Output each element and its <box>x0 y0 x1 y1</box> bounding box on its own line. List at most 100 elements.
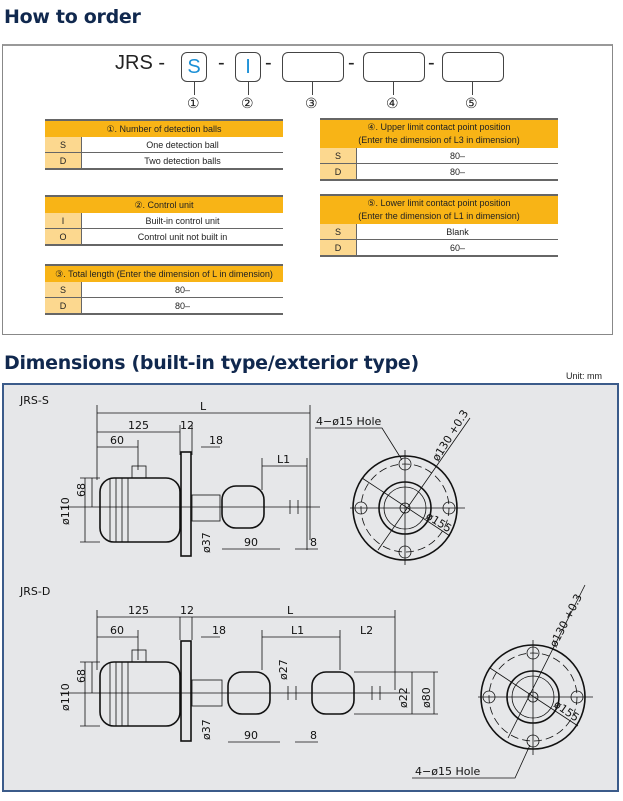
dim-8: 8 <box>310 729 317 742</box>
dimensions-title: Dimensions (built-in type/exterior type) <box>4 352 419 374</box>
drawing-jrs-d: JRS-D L 125 12 60 18 L1 L2 ø110 68 ø27 ø… <box>19 584 593 779</box>
dim-12: 12 <box>180 419 194 432</box>
desc-cell: Blank <box>356 224 558 240</box>
header-line: ④. Upper limit contact point position <box>367 122 511 132</box>
dim-60: 60 <box>110 624 124 637</box>
connector <box>472 81 473 95</box>
slot-3 <box>282 52 344 82</box>
code-prefix: JRS - <box>115 52 165 74</box>
table-header: ①. Number of detection balls <box>45 119 283 137</box>
dim-27: ø27 <box>277 659 290 680</box>
dim-110: ø110 <box>59 497 72 525</box>
desc-cell: 80– <box>81 282 283 298</box>
number-4: ④ <box>386 96 399 112</box>
order-code-panel <box>2 44 613 335</box>
dim-125: 125 <box>128 604 149 617</box>
code-cell: D <box>45 152 82 170</box>
connector <box>312 81 313 95</box>
drawing-label: JRS-S <box>19 394 49 407</box>
table-total-length: ③. Total length (Enter the dimension of … <box>45 264 283 315</box>
separator: - <box>428 52 435 74</box>
desc-cell: 80– <box>81 297 283 315</box>
dim-22: ø22 <box>397 687 410 708</box>
slot-5 <box>442 52 504 82</box>
dim-L: L <box>200 400 207 413</box>
table-upper-limit: ④. Upper limit contact point position (En… <box>320 118 558 181</box>
header-line: (Enter the dimension of L3 in dimension) <box>358 135 520 145</box>
desc-cell: Control unit not built in <box>81 228 283 246</box>
unit-label: Unit: mm <box>566 371 602 381</box>
code-cell: I <box>45 213 82 229</box>
how-to-order-title: How to order <box>4 6 141 28</box>
connector <box>393 81 394 95</box>
number-1: ① <box>187 96 200 112</box>
desc-cell: One detection ball <box>81 137 283 153</box>
dim-60: 60 <box>110 434 124 447</box>
code-cell: D <box>45 297 82 315</box>
dim-L2: L2 <box>360 624 373 637</box>
desc-cell: Two detection balls <box>81 152 283 170</box>
drawing-jrs-s: JRS-S L 125 12 60 18 L1 ø110 68 ø37 90 8 <box>19 394 471 565</box>
code-cell: D <box>320 239 357 257</box>
slot-4 <box>363 52 425 82</box>
desc-cell: 80– <box>356 163 558 181</box>
dim-18: 18 <box>209 434 223 447</box>
dim-L1: L1 <box>291 624 304 637</box>
table-header: ③. Total length (Enter the dimension of … <box>45 264 283 282</box>
header-line: ⑤. Lower limit contact point position <box>367 198 511 208</box>
code-cell: S <box>45 137 82 153</box>
dim-18: 18 <box>212 624 226 637</box>
code-cell: S <box>45 282 82 298</box>
dim-L: L <box>287 604 294 617</box>
dim-68: 68 <box>75 483 88 497</box>
table-lower-limit: ⑤. Lower limit contact point position (En… <box>320 194 558 257</box>
code-cell: D <box>320 163 357 181</box>
dim-pcd: ø130 +0.3 <box>430 408 472 464</box>
desc-cell: 80– <box>356 148 558 164</box>
dim-L1: L1 <box>277 453 290 466</box>
dim-125: 125 <box>128 419 149 432</box>
code-cell: S <box>320 224 357 240</box>
header-line: (Enter the dimension of L1 in dimension) <box>358 211 520 221</box>
dim-155: ø155 <box>423 510 453 536</box>
hole-label: 4−ø15 Hole <box>415 765 480 778</box>
table-header: ②. Control unit <box>45 195 283 213</box>
code-cell: O <box>45 228 82 246</box>
dim-80: ø80 <box>420 687 433 708</box>
dimensions-panel <box>2 383 619 792</box>
separator: - <box>348 52 355 74</box>
desc-cell: Built-in control unit <box>81 213 283 229</box>
connector <box>194 81 195 95</box>
desc-cell: 60– <box>356 239 558 257</box>
dim-12: 12 <box>180 604 194 617</box>
dim-8: 8 <box>310 536 317 549</box>
dim-110: ø110 <box>59 683 72 711</box>
dim-68: 68 <box>75 669 88 683</box>
number-2: ② <box>241 96 254 112</box>
number-5: ⑤ <box>465 96 478 112</box>
separator: - <box>265 52 272 74</box>
code-cell: S <box>320 148 357 164</box>
table-header: ⑤. Lower limit contact point position (En… <box>320 194 558 224</box>
number-3: ③ <box>305 96 318 112</box>
hole-label: 4−ø15 Hole <box>316 415 381 428</box>
drawing-label: JRS-D <box>19 585 50 598</box>
connector <box>248 81 249 95</box>
dim-90: 90 <box>244 536 258 549</box>
dim-pcd: ø130 +0.3 <box>547 592 585 650</box>
separator: - <box>218 52 225 74</box>
